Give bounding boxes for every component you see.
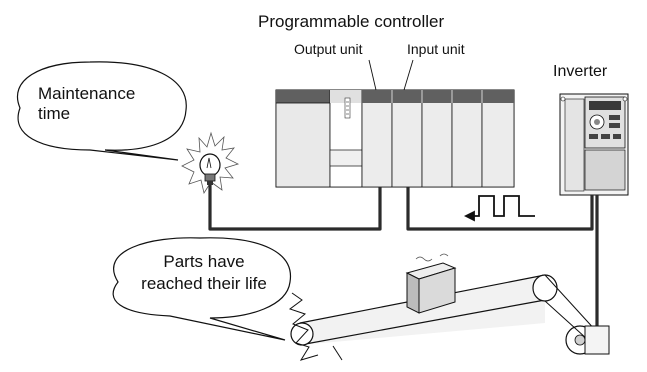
burst-icon bbox=[288, 292, 343, 361]
parts-speech-bubble bbox=[112, 237, 292, 341]
inverter-device-icon bbox=[559, 93, 629, 196]
plc-title-label: Programmable controller bbox=[258, 12, 445, 31]
maintenance-text-line1: Maintenance bbox=[38, 84, 136, 103]
programmable-controller bbox=[275, 89, 515, 188]
lightbulb-icon bbox=[181, 131, 240, 195]
maintenance-speech-bubble bbox=[17, 61, 187, 161]
input-unit-leader bbox=[403, 59, 414, 91]
cables bbox=[208, 185, 599, 342]
output-unit-leader bbox=[368, 59, 377, 91]
parts-text-line2: reached their life bbox=[141, 274, 267, 293]
output-unit-label: Output unit bbox=[294, 41, 363, 57]
input-unit-label: Input unit bbox=[407, 41, 465, 57]
pulse-signal-icon bbox=[463, 195, 535, 222]
maintenance-text-line2: time bbox=[38, 104, 71, 123]
parts-text-line1: Parts have bbox=[163, 252, 245, 271]
package-box bbox=[405, 253, 457, 314]
inverter-label: Inverter bbox=[553, 63, 608, 80]
